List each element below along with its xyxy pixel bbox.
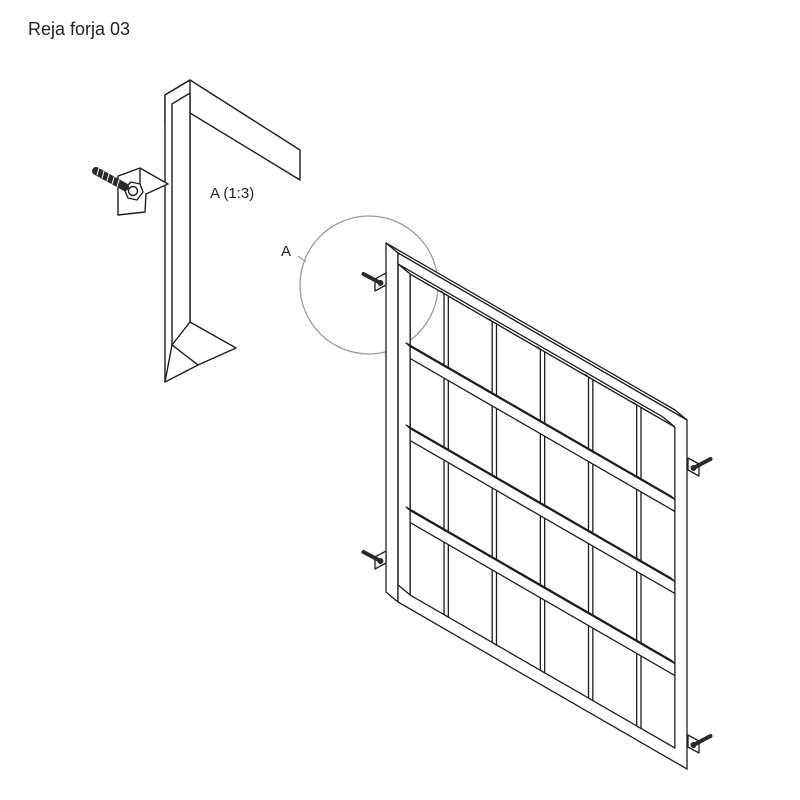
detail-nut-hole [127,185,139,197]
detail-view [117,79,301,383]
vertical-bar-depth [633,401,638,406]
page-title: Reja forja 03 [28,19,131,39]
bar-joint [490,392,495,395]
callout-label: A [281,243,291,260]
detail-bottom-lip [164,344,199,383]
bar-joint [587,611,592,615]
callout-leader [297,255,307,263]
horizontal-bar [409,345,676,513]
bar-joint [635,639,640,643]
bar-joint [539,419,543,423]
detail-callout-circle [299,215,439,355]
bar-joint [490,556,495,559]
grille [361,242,713,771]
bar-joint [490,474,495,477]
bar-joint [539,584,543,587]
horizontal-bar [409,509,676,677]
frame-inner-left-depth [397,263,411,596]
bar-joint [635,475,640,479]
bar-joint [442,528,447,532]
bar-joint [442,446,447,450]
vertical-bar-depth [584,374,590,378]
anchor-top-left-bolt [361,272,383,285]
anchor-top-right-bolt [691,457,713,470]
vertical-bar-depth [488,318,493,322]
bar-joint [587,529,592,533]
detail-label: A (1:3) [210,185,254,202]
anchor-bottom-left-bolt [361,550,383,563]
bar-joint [442,364,447,368]
bar-joint [635,557,640,561]
detail-bolt [92,167,129,191]
anchor-bottom-right-bolt [691,734,713,747]
frame-left-depth [385,242,399,603]
horizontal-bar [409,427,676,595]
vertical-bar-depth [440,290,445,295]
bar-joint [587,447,592,451]
bar-joint [539,502,543,505]
vertical-bar-depth [536,346,541,350]
